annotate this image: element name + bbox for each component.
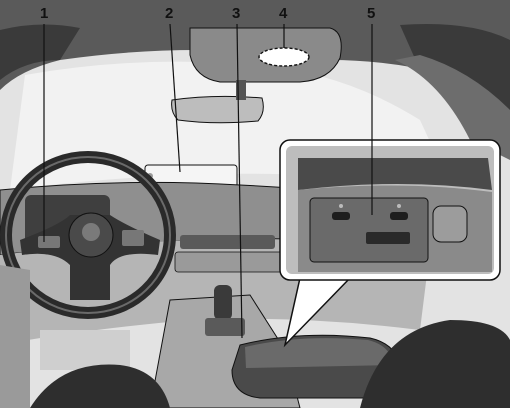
callout-2: 2 [165,5,173,22]
usb-symbol-right-icon [397,204,401,208]
gear-shifter-base [205,318,245,336]
usb-symbol-left-icon [339,204,343,208]
aux-slot-icon [366,232,410,244]
gear-shifter [214,285,232,320]
leader-line-2 [169,23,181,173]
steering-switch-right [122,230,144,246]
rearview-mirror [171,95,264,124]
steering-switch-left [38,236,60,248]
inset-usb-panel [309,197,429,263]
usb-port-right-icon [390,212,408,220]
inset-console-lid [298,158,492,190]
callout-1: 1 [40,5,48,22]
steering-wheel-emblem-icon [82,223,100,241]
overhead-microphone-highlight [258,47,310,67]
mirror-stem [236,80,246,100]
a-pillar-right [395,55,510,160]
center-controls [174,251,286,273]
usb-port-left-icon [332,212,350,220]
leader-line-3 [236,23,243,339]
left-door-panel [0,265,30,408]
steering-wheel-rim-highlight [5,156,171,314]
passenger-seat [360,320,510,408]
center-vent [180,235,275,249]
pedal-area [40,330,130,370]
armrest-top [245,338,392,368]
roof-rail-left [0,24,80,81]
driver-seat [30,364,170,408]
callout-3: 3 [232,5,240,22]
callout-5: 5 [367,5,375,22]
callout-4: 4 [279,5,288,22]
inset-power-outlet-cover [432,205,468,243]
